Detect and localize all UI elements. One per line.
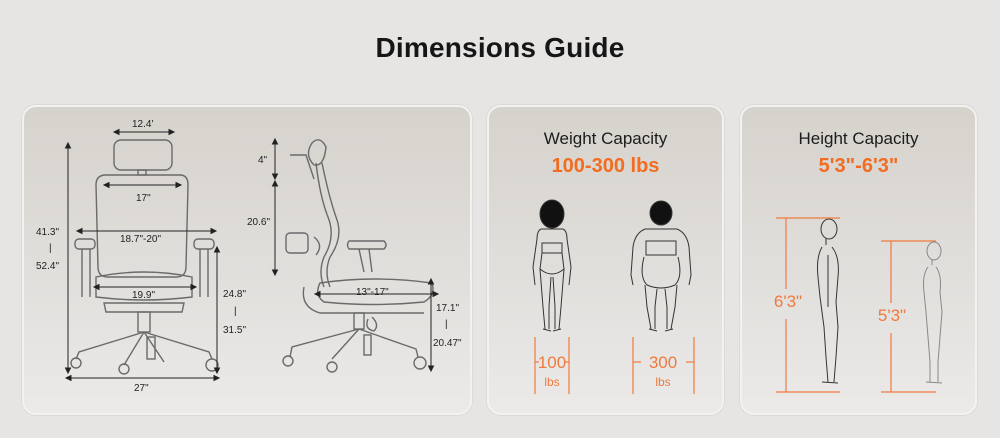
- min-weight-number: 100: [537, 353, 567, 372]
- weight-capacity-panel: Weight Capacity 100-300 lbs: [487, 105, 724, 415]
- max-weight-unit: lbs: [655, 375, 671, 389]
- total-height-sep: |: [49, 243, 52, 254]
- backrest-width-label: 17": [136, 193, 151, 204]
- height-capacity-value: 5'3"-6'3": [818, 155, 899, 177]
- front-dimension-lines: [64, 128, 221, 382]
- side-dimension-lines: [271, 137, 440, 373]
- plus-figure-illustration: [630, 200, 692, 332]
- chair-side-view-illustration: [282, 139, 434, 373]
- height-bracket-lines: [776, 217, 936, 393]
- chair-dimensions-panel: 12.4' 17" 18.7"-20" 19.9" 27" 41.3" | 52…: [22, 105, 472, 415]
- base-width-label: 27": [134, 383, 149, 394]
- seat-height-max-label: 20.47": [433, 338, 462, 349]
- backrest-height-label: 20.6": [247, 217, 271, 228]
- tall-man-illustration: [817, 218, 839, 384]
- armrest-height-sep: |: [234, 306, 237, 317]
- headrest-width-label: 12.4': [132, 119, 154, 130]
- armrest-height-min-label: 24.8": [223, 289, 247, 300]
- total-height-min-label: 41.3": [36, 227, 60, 238]
- armrest-span-label: 18.7"-20": [120, 234, 162, 245]
- weight-capacity-title: Weight Capacity: [543, 129, 668, 148]
- chair-front-view-illustration: [70, 139, 219, 375]
- seat-height-sep: |: [445, 319, 448, 330]
- headrest-adjust-label: 4": [258, 155, 268, 166]
- slim-figure-illustration: [532, 199, 572, 332]
- tall-height-label: 6'3": [773, 292, 803, 311]
- weight-bracket-lines: [534, 337, 695, 394]
- seat-width-label: 19.9": [132, 290, 156, 301]
- weight-capacity-value: 100-300 lbs: [551, 155, 660, 177]
- short-height-label: 5'3": [877, 306, 907, 325]
- short-woman-illustration: [923, 241, 943, 384]
- height-capacity-panel: Height Capacity 5'3"-6'3": [740, 105, 977, 415]
- seat-height-min-label: 17.1": [436, 303, 460, 314]
- max-weight-number: 300: [648, 353, 678, 372]
- min-weight-unit: lbs: [544, 375, 560, 389]
- total-height-max-label: 52.4": [36, 261, 60, 272]
- page-title: Dimensions Guide: [375, 32, 625, 63]
- height-capacity-title: Height Capacity: [798, 129, 919, 148]
- armrest-height-max-label: 31.5": [223, 325, 247, 336]
- seat-depth-label: 13"-17": [356, 287, 389, 298]
